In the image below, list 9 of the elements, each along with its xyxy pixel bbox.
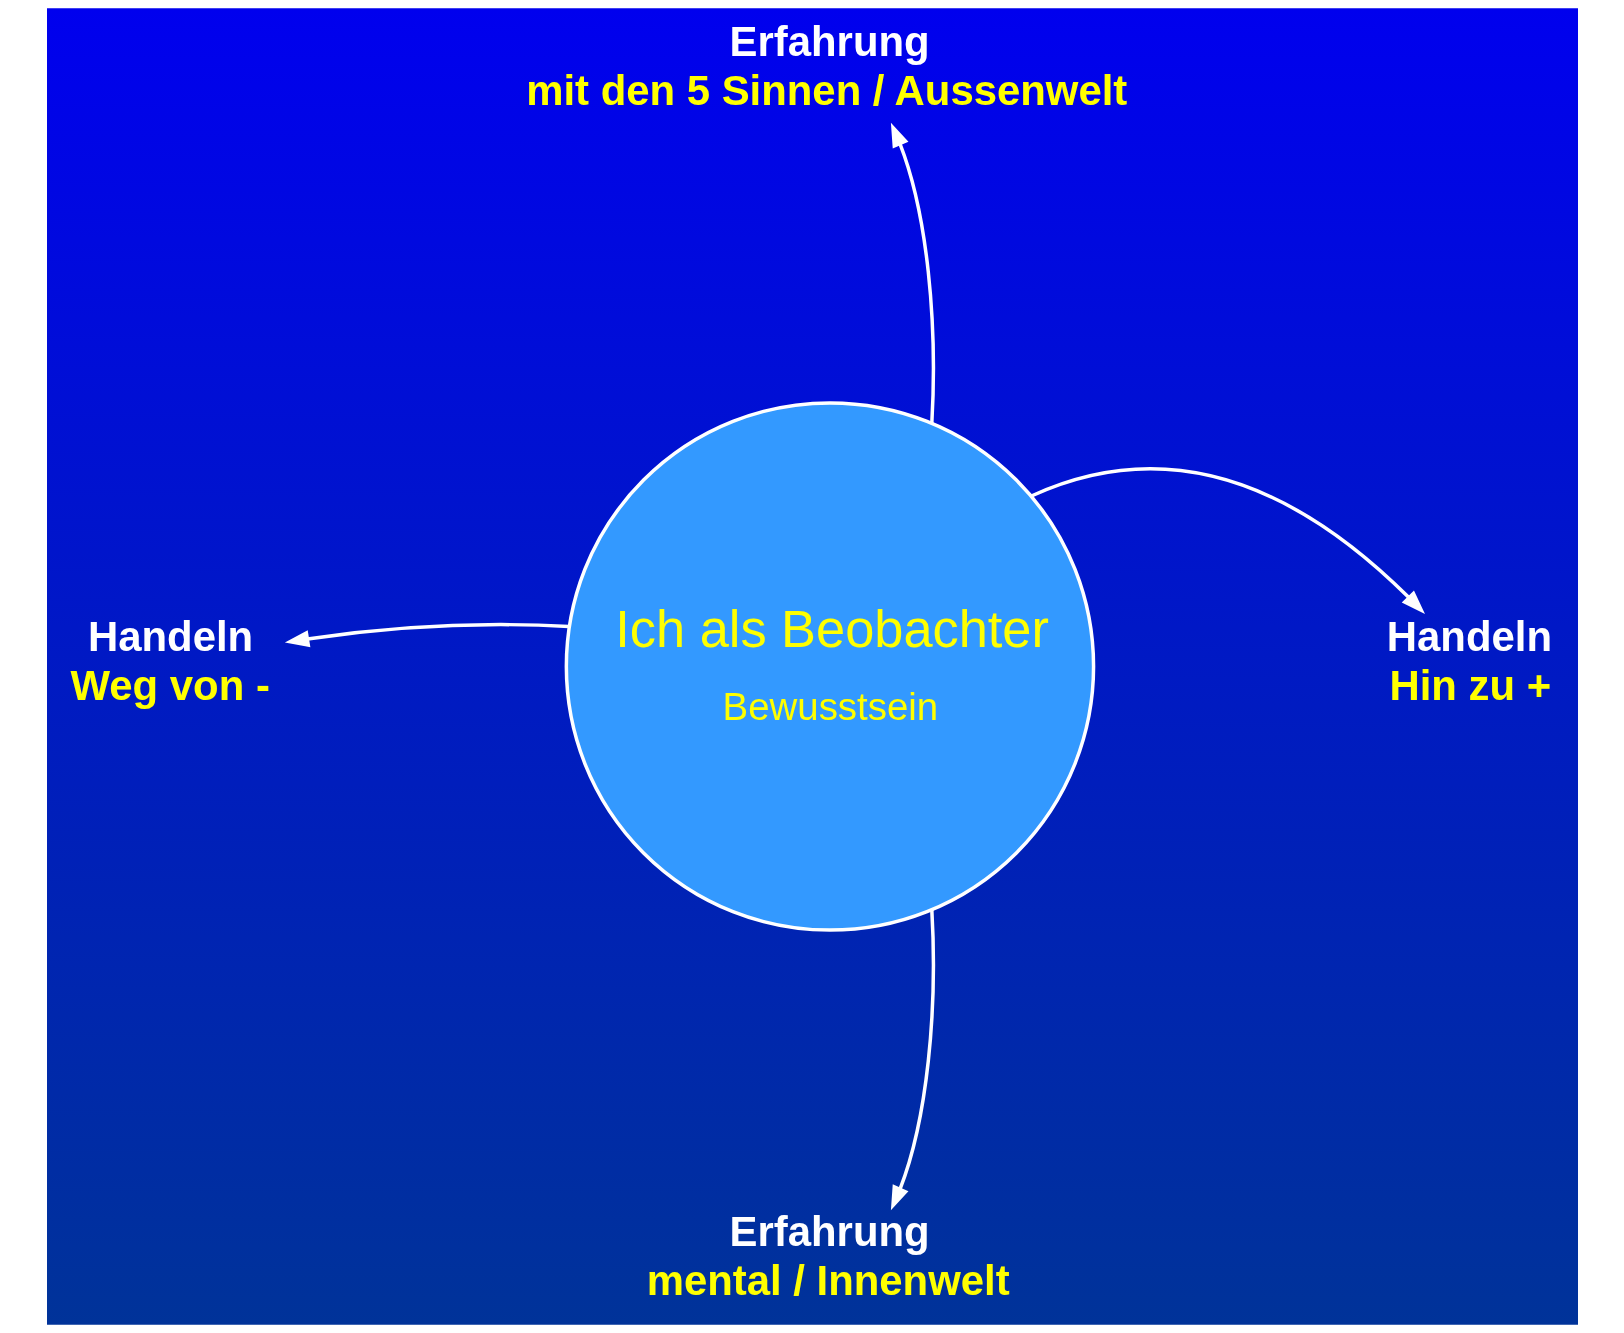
node-text: Handeln Weg von - (70, 613, 270, 710)
arrow (890, 122, 935, 423)
node-text: Erfahrung mit den 5 Sinnen / Aussenwelt (525, 17, 1127, 114)
arrow (284, 622, 569, 648)
node-text: Handeln Hin zu + (1386, 613, 1552, 710)
node-circle: Ich als Beobachter Bewusstsein (564, 401, 1095, 932)
arrow (890, 909, 935, 1211)
arrow (1030, 467, 1425, 615)
node-text: Erfahrung mental / Innenwelt (646, 1208, 1010, 1305)
